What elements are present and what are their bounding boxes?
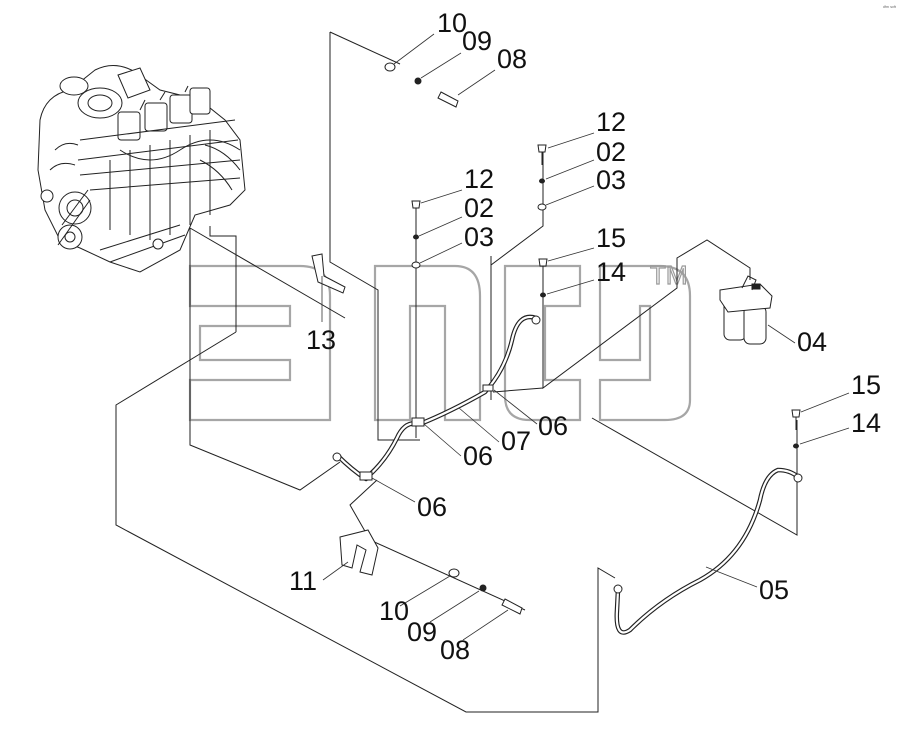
callout-label-15: 15 [851, 370, 881, 400]
assembly-lines [115, 31, 798, 713]
watermark-tm: TM [650, 260, 688, 290]
callout-label-06: 06 [417, 492, 447, 522]
callout-label-04: 04 [797, 327, 827, 357]
callout-label-06: 06 [538, 411, 568, 441]
callout-label-13: 13 [306, 325, 336, 355]
callout-label-15: 15 [596, 223, 626, 253]
callout-label-05: 05 [759, 575, 789, 605]
callout-label-10: 10 [437, 8, 467, 38]
callout-label-14: 14 [851, 408, 881, 438]
callout-label-09: 09 [462, 26, 492, 56]
callout-label-08: 08 [440, 635, 470, 665]
hardware-parts [311, 62, 803, 615]
fuel-filter-assembly [719, 275, 773, 345]
callout-label-11: 11 [289, 566, 317, 596]
engine-illustration [37, 65, 246, 273]
leader-lines [321, 33, 850, 641]
callout-label-06: 06 [463, 441, 493, 471]
callout-label-12: 12 [464, 164, 494, 194]
watermark-logo: TM [188, 259, 692, 422]
callout-label-09: 09 [407, 617, 437, 647]
callout-label-07: 07 [501, 426, 531, 456]
corner-mark: ᵈᶠᵐ ˢᵒᶠᵗ [883, 5, 896, 11]
callout-label-14: 14 [596, 257, 626, 287]
callout-label-10: 10 [379, 596, 409, 626]
callout-label-08: 08 [497, 44, 527, 74]
callout-label-03: 03 [596, 165, 626, 195]
callout-label-02: 02 [464, 193, 494, 223]
callout-label-03: 03 [464, 222, 494, 252]
fuel-hoses [334, 314, 801, 635]
callout-label-02: 02 [596, 137, 626, 167]
callout-label-12: 12 [596, 107, 626, 137]
